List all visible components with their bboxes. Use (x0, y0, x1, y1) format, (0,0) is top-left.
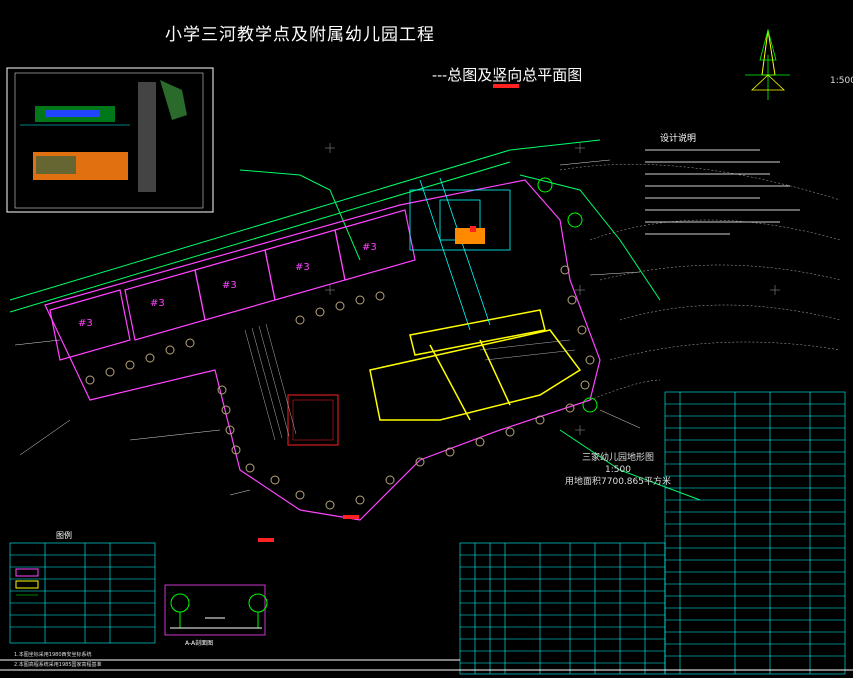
north-arrow (745, 28, 790, 100)
leader-lines (14, 159, 641, 496)
frame-edges (0, 659, 853, 671)
buildings-row (49, 209, 416, 361)
design-notes-title: 设计说明 (660, 134, 697, 144)
contour-lines (559, 164, 841, 401)
building-label: #3 (295, 262, 310, 273)
area-caption-line: 用地面积7700.865平方米 (565, 477, 671, 487)
courtyard-structures (409, 177, 511, 331)
indicator-table (664, 391, 846, 675)
building-label: #3 (362, 242, 377, 253)
red-building (287, 394, 339, 446)
grid-markers (537, 177, 598, 413)
bottom-note: 2.本图高程系统采用1985国家高程基准 (14, 662, 102, 668)
drawing-subtitle: ---总图及竖向总平面图 (432, 66, 583, 84)
tree-symbols (85, 265, 595, 510)
main-building (369, 309, 582, 421)
section-drawing (164, 584, 268, 636)
red-marks (258, 84, 519, 542)
design-notes-lines (645, 149, 800, 235)
area-caption-line: 三家幼儿园地形图 (581, 453, 654, 463)
section-caption: A-A剖面图 (185, 640, 214, 647)
scale-label: 1:500 (830, 76, 853, 86)
legend-title: 图例 (56, 531, 72, 540)
site-area-caption: 三家幼儿园地形图 1:500 用地面积7700.865平方米 (548, 452, 688, 488)
hatched-area (244, 323, 576, 441)
earthwork-table (459, 542, 666, 675)
building-label: #3 (78, 318, 93, 329)
drawing-title: 小学三河教学点及附属幼儿园工程 (165, 25, 435, 45)
building-label: #3 (150, 298, 165, 309)
site-boundary (44, 179, 601, 521)
area-caption-line: 1:500 (605, 465, 631, 475)
bottom-note: 1.本图坐标采用1980西安坐标系统 (14, 652, 92, 658)
crosshair-markers (325, 143, 780, 435)
building-label: #3 (222, 280, 237, 291)
legend-table (9, 542, 156, 644)
inset-drawing (6, 67, 214, 213)
roads (9, 139, 701, 501)
